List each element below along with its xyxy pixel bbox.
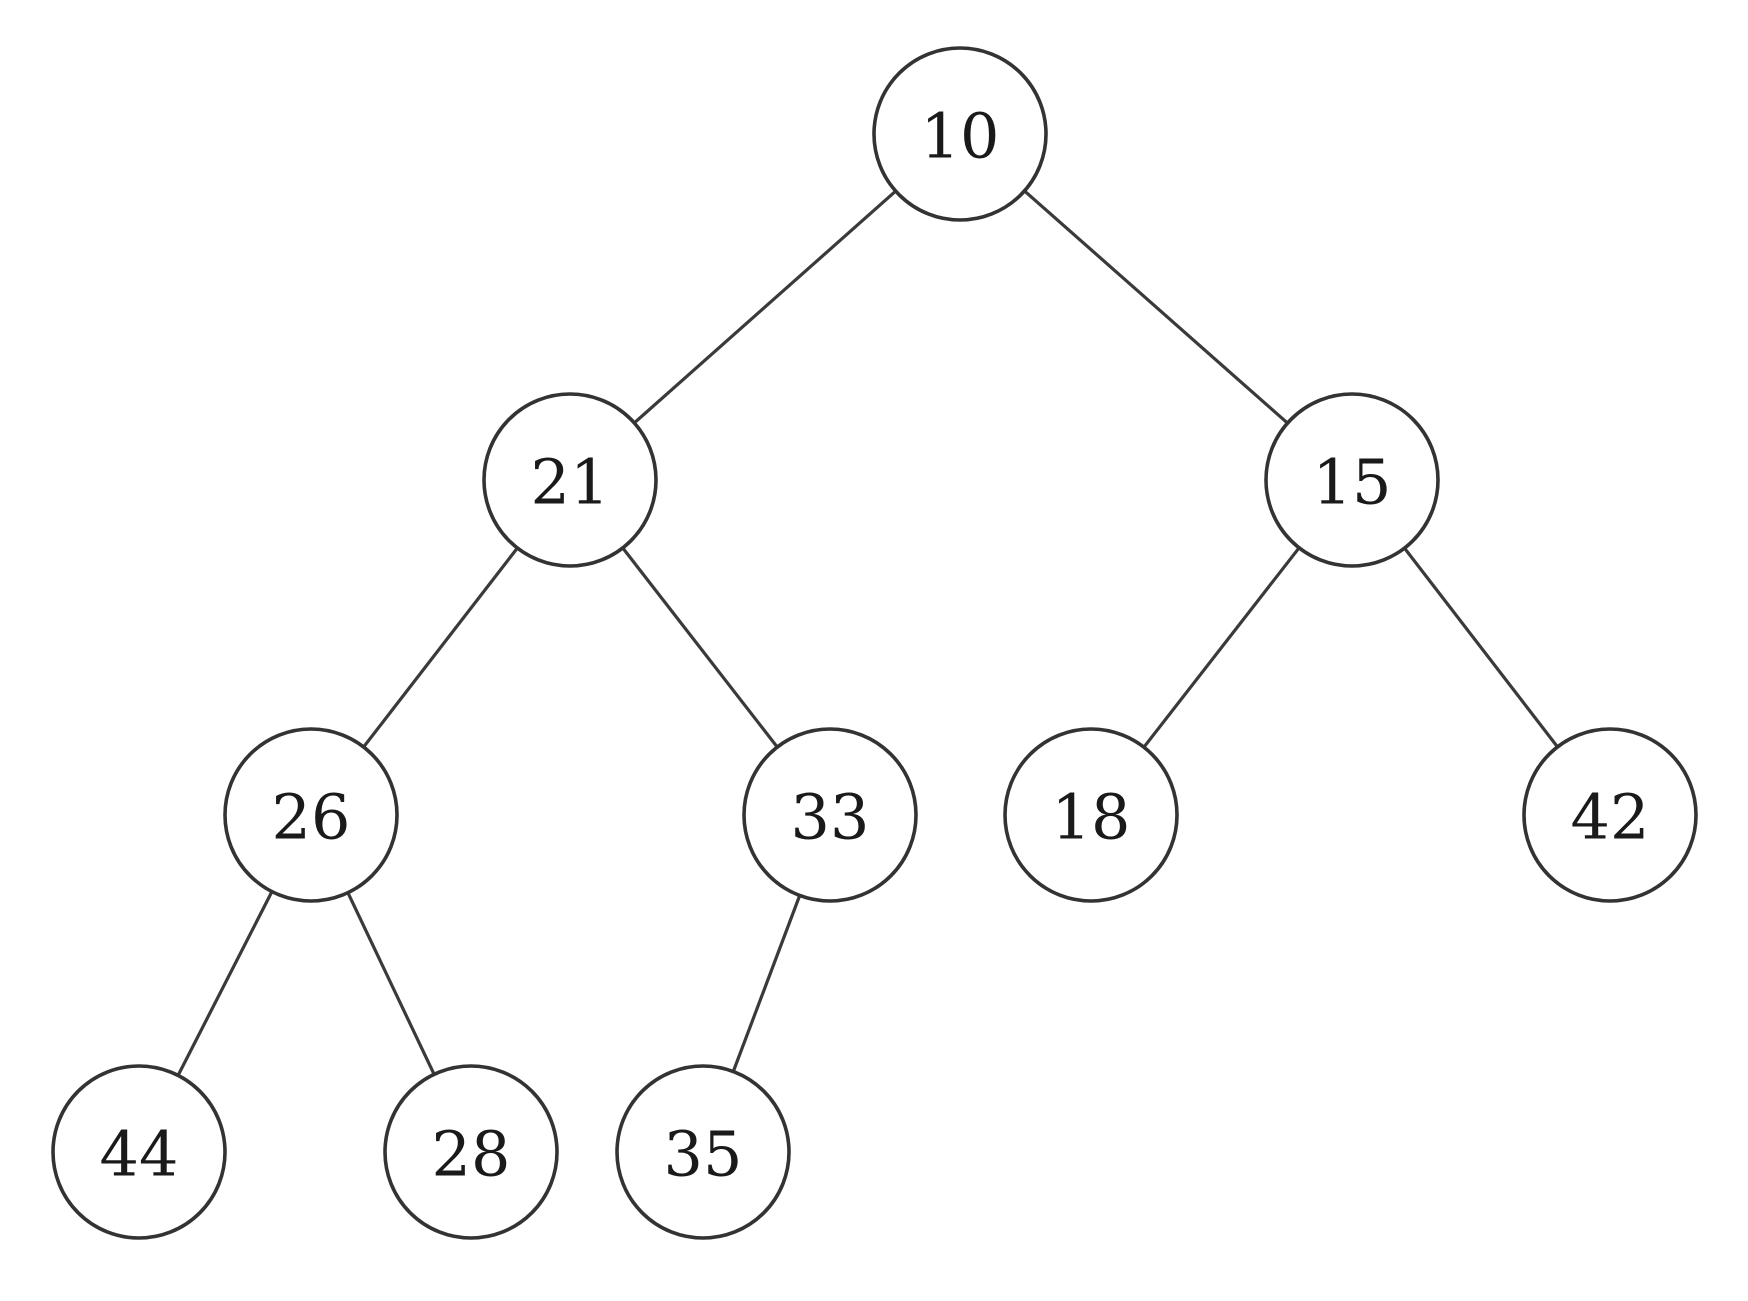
node-circle — [223, 727, 399, 903]
node-circle — [383, 1064, 559, 1240]
edge-10-21 — [633, 189, 897, 425]
node-circle — [482, 392, 658, 568]
tree-node-44: 44 — [51, 1064, 227, 1240]
edge-15-18 — [1142, 546, 1301, 749]
node-label: 33 — [791, 781, 870, 854]
edge-26-44 — [176, 890, 274, 1077]
edge-21-33 — [621, 546, 779, 749]
node-label: 42 — [1571, 781, 1650, 854]
tree-node-21: 21 — [482, 392, 658, 568]
tree-node-28: 28 — [383, 1064, 559, 1240]
tree-edges — [176, 189, 1559, 1077]
node-circle — [872, 46, 1048, 222]
node-circle — [615, 1064, 791, 1240]
tree-node-35: 35 — [615, 1064, 791, 1240]
edge-21-26 — [362, 547, 519, 748]
tree-node-15: 15 — [1264, 392, 1440, 568]
tree-node-10: 10 — [872, 46, 1048, 222]
node-label: 28 — [432, 1118, 511, 1191]
edge-26-28 — [346, 892, 436, 1075]
tree-nodes: 10 21 15 26 33 18 42 44 28 35 — [51, 46, 1698, 1240]
tree-node-18: 18 — [1003, 727, 1179, 903]
tree-node-33: 33 — [742, 727, 918, 903]
node-circle — [51, 1064, 227, 1240]
node-label: 10 — [921, 100, 1000, 173]
node-label: 35 — [664, 1118, 743, 1191]
node-label: 15 — [1313, 446, 1392, 519]
node-circle — [1522, 727, 1698, 903]
node-circle — [742, 727, 918, 903]
edge-15-42 — [1403, 547, 1559, 748]
node-circle — [1003, 727, 1179, 903]
node-label: 18 — [1052, 781, 1131, 854]
node-label: 44 — [100, 1118, 179, 1191]
edge-33-35 — [731, 894, 802, 1073]
node-label: 21 — [531, 446, 610, 519]
node-circle — [1264, 392, 1440, 568]
tree-node-26: 26 — [223, 727, 399, 903]
tree-node-42: 42 — [1522, 727, 1698, 903]
edge-10-15 — [1023, 189, 1289, 425]
node-label: 26 — [272, 781, 351, 854]
